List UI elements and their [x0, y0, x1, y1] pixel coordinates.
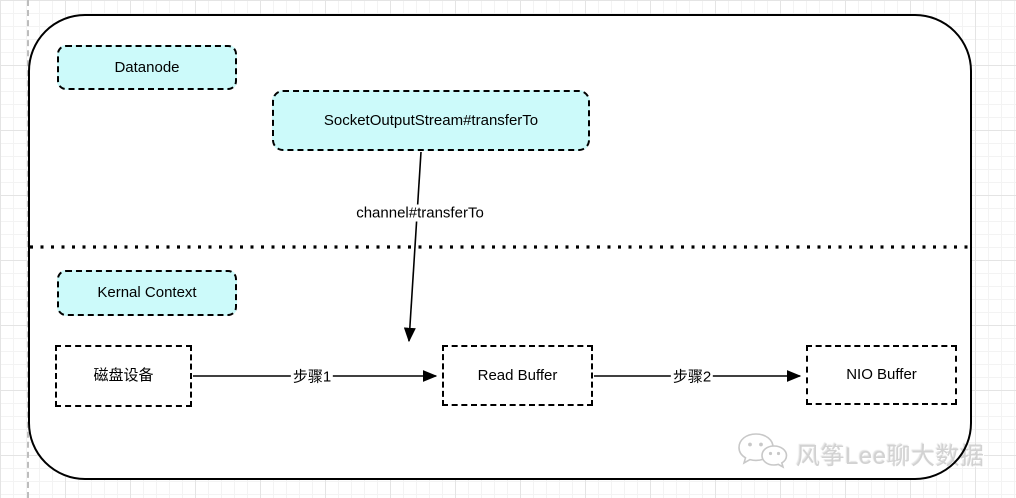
watermark-text: 风筝Lee聊大数据 [796, 443, 985, 470]
region-label-datanode: Datanode [57, 45, 237, 90]
edge-label-step1: 步骤1 [290, 365, 334, 387]
wechat-icon [736, 432, 788, 475]
node-nio-buffer: NIO Buffer [806, 345, 957, 405]
node-socket-output-stream-text: SocketOutputStream#transferTo [323, 111, 539, 129]
region-label-datanode-text: Datanode [114, 58, 180, 76]
node-disk-device: 磁盘设备 [55, 345, 192, 407]
region-label-kernal-context: Kernal Context [57, 270, 237, 316]
watermark: 风筝Lee聊大数据 [736, 432, 985, 475]
edge-label-step2: 步骤2 [670, 365, 714, 387]
node-disk-device-text: 磁盘设备 [93, 367, 154, 384]
region-label-kernal-context-text: Kernal Context [97, 284, 197, 301]
node-read-buffer-text: Read Buffer [477, 366, 558, 384]
node-nio-buffer-text: NIO Buffer [846, 366, 917, 383]
edge-label-channel-transferto: channel#transferTo [354, 204, 486, 222]
node-socket-output-stream: SocketOutputStream#transferTo [272, 90, 590, 151]
node-read-buffer: Read Buffer [442, 345, 593, 406]
